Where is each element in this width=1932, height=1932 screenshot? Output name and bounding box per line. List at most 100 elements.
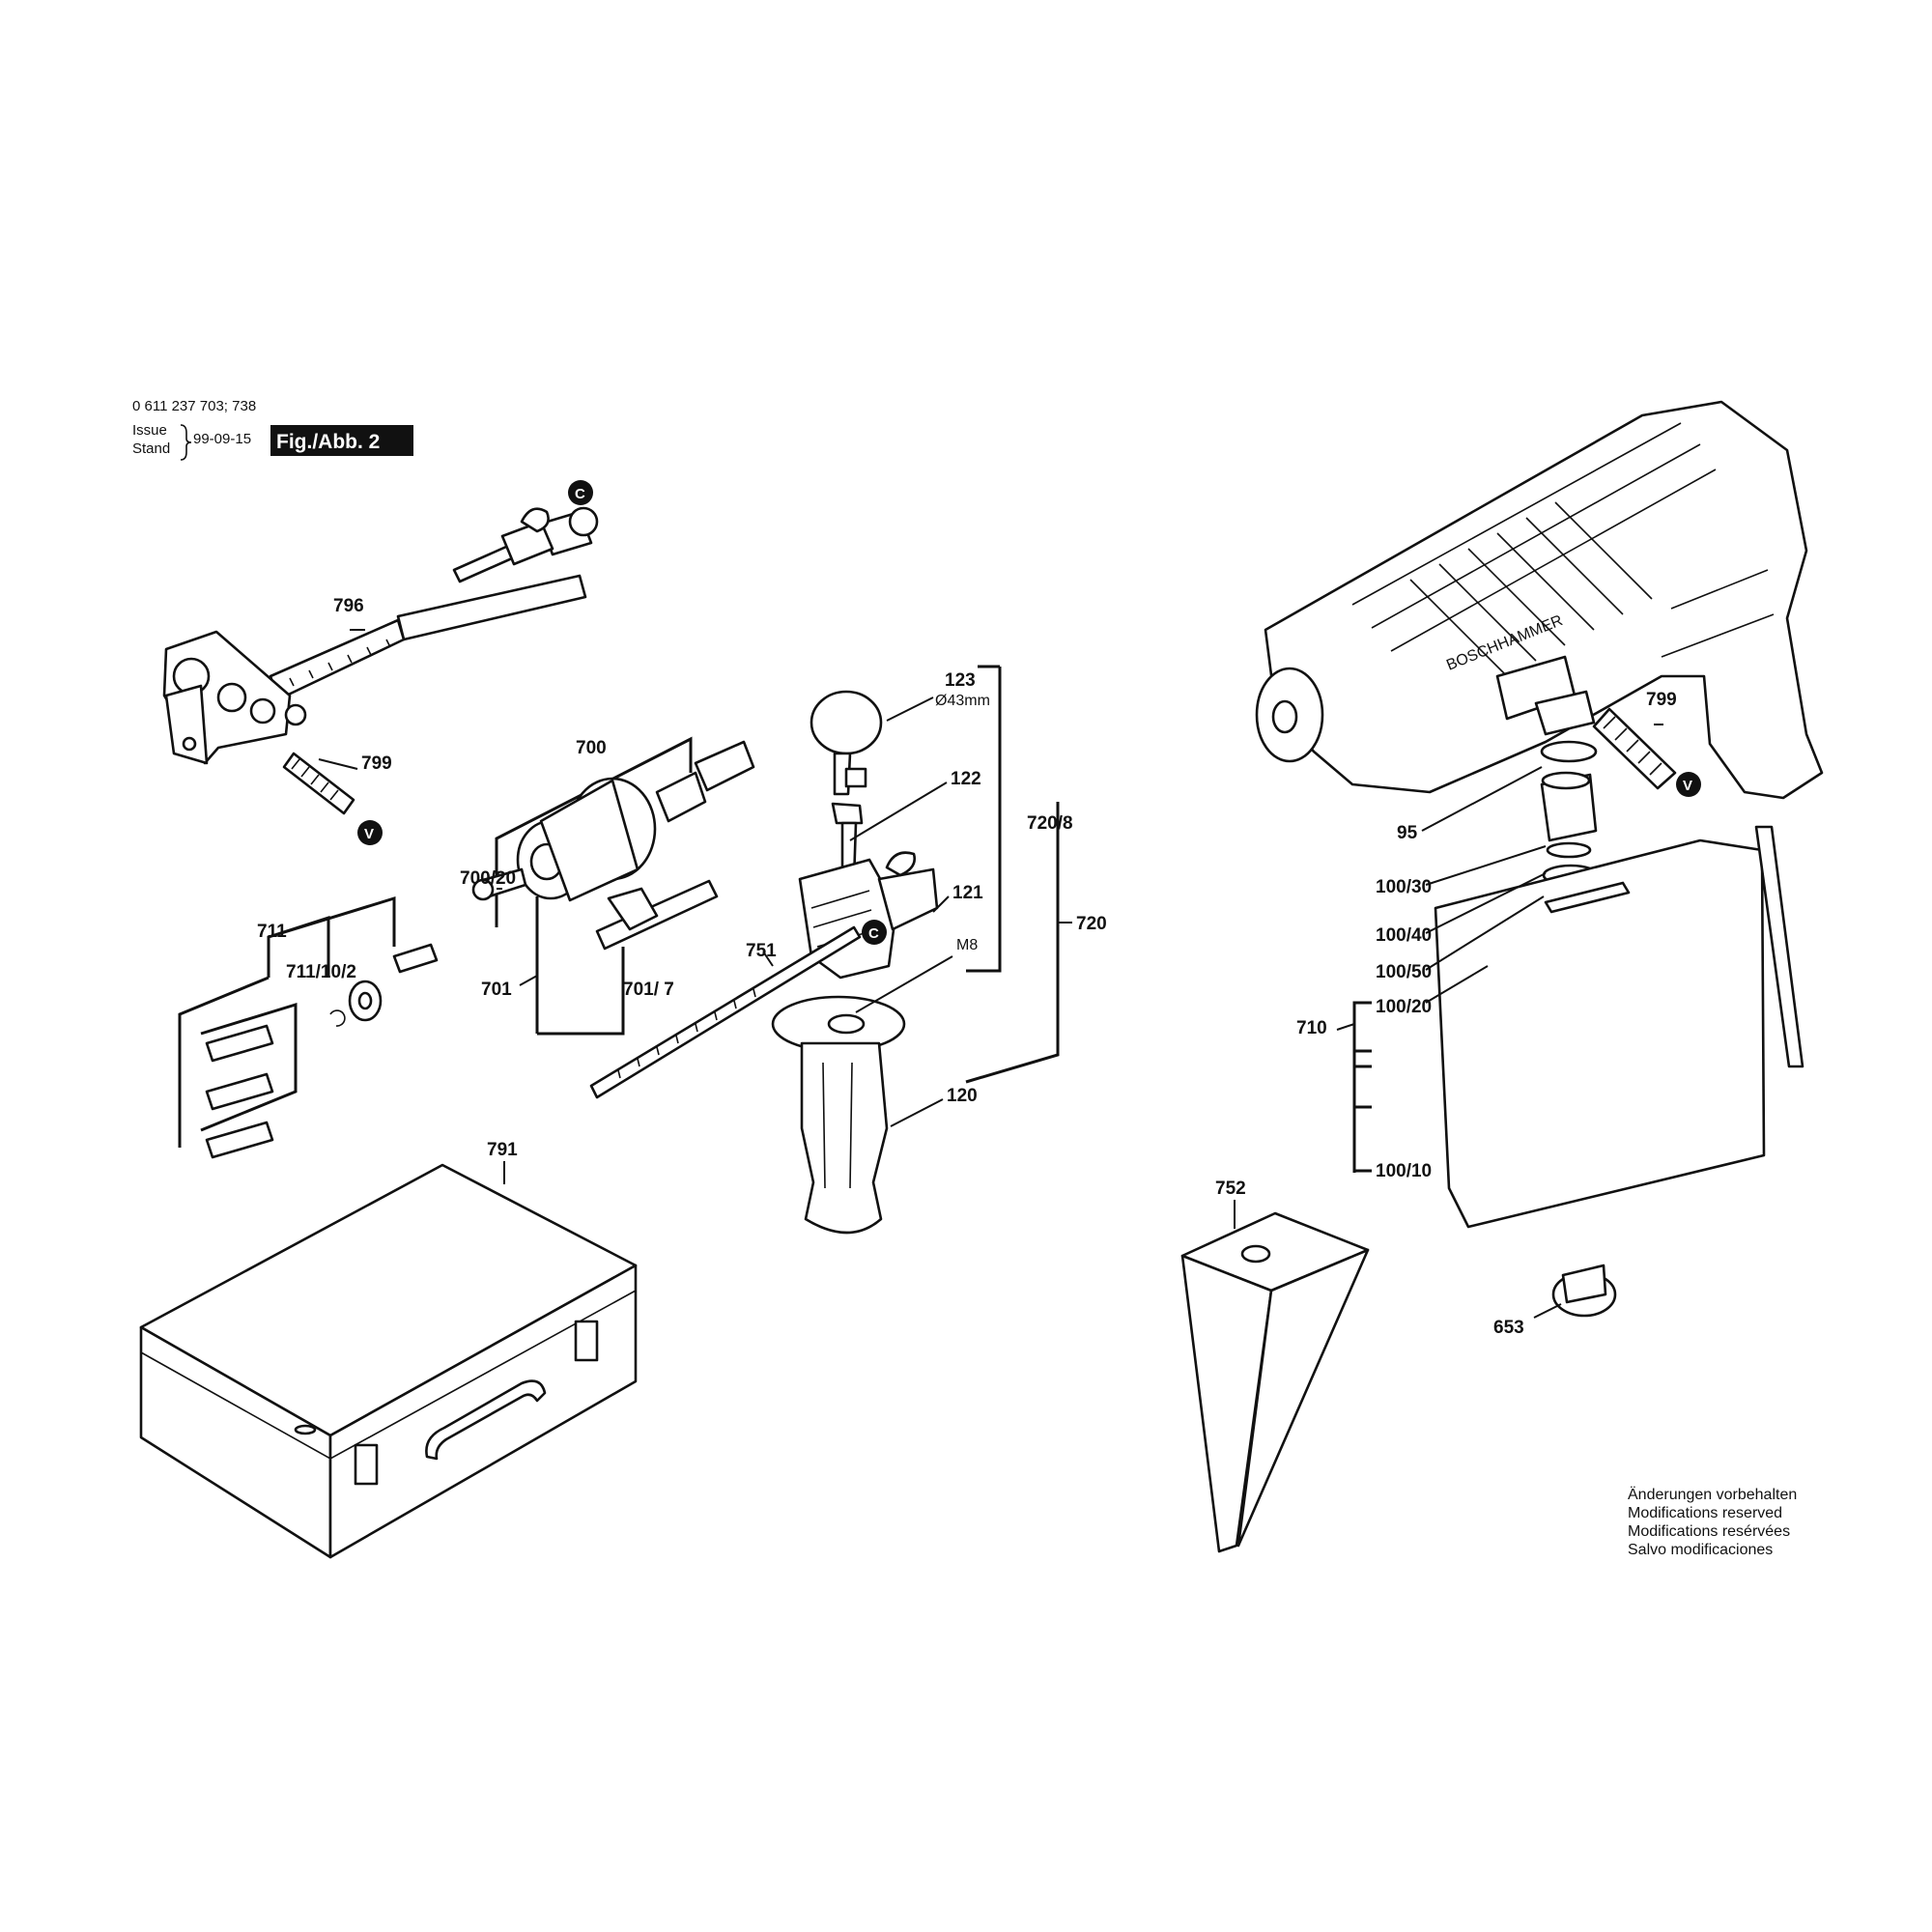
leader-751 bbox=[762, 951, 774, 967]
marker-v-left bbox=[357, 820, 383, 845]
part-123-clamp-band bbox=[810, 690, 883, 755]
modification-notice: Änderungen vorbehalten Modifications res… bbox=[1628, 1486, 1797, 1558]
part-710-dust-collection-kit bbox=[1180, 740, 1804, 1553]
part-120-auxiliary-handle bbox=[589, 667, 1060, 1235]
bracket-711-top bbox=[267, 895, 396, 978]
leader-653 bbox=[1533, 1303, 1562, 1319]
part-number: 0 611 237 703; 738 bbox=[132, 398, 256, 414]
part-100-10-container bbox=[1434, 838, 1766, 1229]
bracket-711-10-2 bbox=[200, 1002, 298, 1132]
hammer-handle-lines bbox=[1661, 569, 1775, 658]
bit-holder-bore bbox=[357, 991, 373, 1010]
label-120: 120 bbox=[947, 1086, 978, 1106]
part-95-sleeve-top bbox=[1541, 771, 1591, 790]
clamp-square-nut bbox=[844, 767, 867, 788]
hammer-cooling-ribs-top bbox=[1351, 422, 1717, 652]
part-791-carrying-case bbox=[139, 1163, 638, 1559]
leader-799-left bbox=[318, 758, 358, 770]
label-100-40: 100/40 bbox=[1376, 925, 1432, 946]
label-799-right: 799 bbox=[1646, 690, 1677, 710]
label-791: 791 bbox=[487, 1140, 518, 1160]
handle-collar-bore bbox=[827, 1013, 866, 1035]
handle-grip bbox=[800, 1041, 889, 1235]
arm-base-leg bbox=[164, 684, 209, 765]
depth-rod-scale bbox=[617, 988, 756, 1079]
hose-ribs-left bbox=[291, 758, 339, 801]
hose-ribs-right bbox=[1603, 716, 1662, 776]
arm-star-knob bbox=[284, 703, 307, 726]
arm-scale-marks bbox=[289, 639, 391, 687]
label-752: 752 bbox=[1215, 1179, 1246, 1199]
figure-badge bbox=[270, 425, 413, 456]
header-block: 0 611 237 703; 738 Issue Stand 99-09-15 … bbox=[132, 398, 413, 461]
screw-head bbox=[471, 878, 495, 901]
stand-label: Stand bbox=[132, 440, 170, 457]
marker-v-right-text: V bbox=[1683, 778, 1692, 794]
bit-3 bbox=[205, 1121, 274, 1159]
label-653: 653 bbox=[1493, 1318, 1524, 1338]
label-700: 700 bbox=[576, 738, 607, 758]
marker-v-right bbox=[1676, 772, 1701, 797]
case-latch-right bbox=[574, 1320, 599, 1362]
part-799-hose-left bbox=[282, 752, 355, 815]
notice-line-en: Modifications reserved bbox=[1628, 1505, 1782, 1521]
part-752-bag-side-right bbox=[1236, 1248, 1370, 1548]
label-123-dimension: Ø43mm bbox=[935, 693, 990, 709]
label-711: 711 bbox=[257, 922, 287, 942]
label-720-8: 720/8 bbox=[1027, 813, 1073, 834]
leader-710 bbox=[1336, 1023, 1355, 1031]
hammer-suction-port bbox=[1534, 690, 1596, 736]
chuck-adapter-thread bbox=[655, 771, 707, 823]
issue-date: 99-09-15 bbox=[193, 431, 251, 447]
hammer-tool-holder-bore bbox=[1271, 699, 1298, 734]
label-720: 720 bbox=[1076, 914, 1107, 934]
leader-701 bbox=[519, 975, 538, 986]
marker-v-left-text: V bbox=[364, 826, 374, 842]
leader-M8 bbox=[855, 955, 953, 1013]
header-brace bbox=[180, 424, 192, 461]
leader-100-20 bbox=[1425, 965, 1489, 1004]
label-700-20: 700/20 bbox=[460, 868, 516, 889]
arm-nozzle bbox=[568, 506, 599, 537]
leader-100-30 bbox=[1425, 845, 1547, 886]
label-100-30: 100/30 bbox=[1376, 877, 1432, 897]
leader-121 bbox=[932, 895, 950, 913]
part-752-bag-side-left bbox=[1180, 1254, 1273, 1553]
part-653-knob-stem bbox=[1561, 1264, 1607, 1304]
part-100-30-ring bbox=[1540, 740, 1598, 763]
notice-line-es: Salvo modificaciones bbox=[1628, 1542, 1773, 1558]
part-121-wing-knob bbox=[885, 851, 916, 877]
leader-100-50 bbox=[1425, 895, 1545, 971]
container-slot bbox=[1544, 881, 1631, 914]
label-95: 95 bbox=[1397, 823, 1418, 843]
bracket-720-8-outer bbox=[965, 802, 1060, 1084]
arm-tube-inner bbox=[269, 618, 406, 701]
part-752-bag-inlet bbox=[1240, 1244, 1271, 1264]
label-751: 751 bbox=[746, 941, 777, 961]
label-711-10-2: 711/10/2 bbox=[286, 962, 356, 982]
notice-line-de: Änderungen vorbehalten bbox=[1628, 1486, 1797, 1503]
marker-c-top bbox=[568, 480, 593, 505]
leader-100-40 bbox=[1425, 872, 1547, 934]
arm-wing-knob bbox=[520, 507, 550, 533]
bracket-711-left bbox=[178, 976, 270, 1148]
bracket-701 bbox=[535, 896, 625, 1036]
case-latch-left bbox=[354, 1443, 379, 1486]
marker-c-handle bbox=[862, 920, 887, 945]
bit-retaining-ring bbox=[329, 1009, 346, 1027]
chuck-body-side bbox=[539, 779, 639, 902]
part-796-dust-extraction-arm bbox=[162, 506, 599, 815]
part-122-bolt-head bbox=[831, 802, 864, 825]
part-799-hose-right bbox=[1592, 707, 1677, 790]
case-rivet bbox=[294, 1424, 317, 1435]
label-710: 710 bbox=[1296, 1018, 1327, 1038]
marker-c-handle-text: C bbox=[868, 925, 879, 942]
figure-title: Fig./Abb. 2 bbox=[276, 431, 380, 453]
part-100-20-rail bbox=[1754, 825, 1804, 1068]
label-M8: M8 bbox=[956, 937, 978, 953]
leader-120 bbox=[890, 1098, 944, 1127]
hammer-body-outline bbox=[1264, 400, 1824, 800]
arm-pivot-screw bbox=[249, 697, 276, 724]
